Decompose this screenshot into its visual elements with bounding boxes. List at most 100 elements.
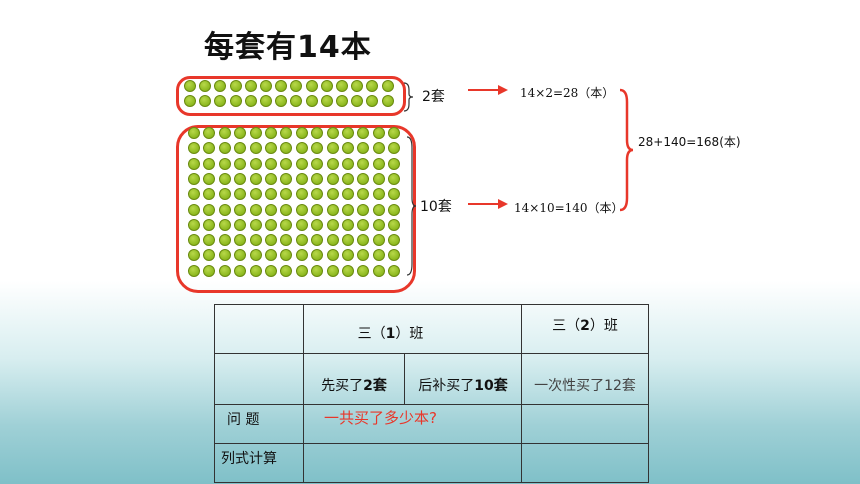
dot [342, 157, 354, 170]
dot [184, 80, 196, 92]
dot [311, 172, 324, 185]
top-sets-label: 2套 [422, 89, 445, 105]
dot [357, 172, 370, 185]
dot [381, 80, 394, 92]
bought-first-cell: 先买了2套 [303, 353, 405, 405]
dot [295, 157, 308, 170]
dot [265, 234, 277, 247]
dot [295, 172, 308, 185]
dot [326, 172, 339, 185]
dot [372, 218, 385, 231]
dot [218, 172, 231, 185]
dot [280, 234, 293, 247]
dot [311, 218, 324, 231]
dot [214, 80, 227, 92]
dot [234, 188, 247, 201]
dot [265, 264, 277, 277]
dot [188, 188, 200, 201]
dot [249, 142, 262, 155]
dot [218, 142, 231, 155]
dot [280, 157, 293, 170]
dot [372, 127, 385, 139]
dot [305, 95, 318, 107]
dot [326, 234, 339, 247]
dot [214, 95, 227, 107]
dot [357, 157, 370, 170]
dot [260, 95, 272, 107]
dot [234, 234, 247, 247]
dot [388, 188, 401, 201]
dot [249, 188, 262, 201]
dot [249, 203, 262, 216]
dot [311, 127, 324, 139]
dot [326, 249, 339, 262]
dot [295, 127, 308, 139]
dot [381, 95, 394, 107]
dot [388, 234, 401, 247]
dot [265, 249, 277, 262]
dot [203, 218, 216, 231]
dot [203, 172, 216, 185]
dot [188, 172, 200, 185]
dot [234, 218, 247, 231]
row-blank-label [214, 353, 304, 405]
dot [188, 264, 200, 277]
dot [326, 127, 339, 139]
dot [326, 264, 339, 277]
dot [199, 80, 212, 92]
question-label: 问 题 [214, 404, 304, 444]
dot [265, 218, 277, 231]
dot [234, 203, 247, 216]
dot [275, 80, 288, 92]
dot [326, 157, 339, 170]
dot [342, 172, 354, 185]
dot [366, 80, 379, 92]
dot [218, 218, 231, 231]
dot [372, 234, 385, 247]
dot [388, 142, 401, 155]
dot [218, 203, 231, 216]
dot [357, 203, 370, 216]
dot [229, 80, 242, 92]
dot [351, 80, 364, 92]
dot [372, 249, 385, 262]
dot [249, 249, 262, 262]
table-corner-cell [214, 304, 304, 354]
dot [372, 264, 385, 277]
dot [275, 95, 288, 107]
dot [218, 188, 231, 201]
dot [388, 127, 401, 139]
dot [326, 218, 339, 231]
dot [295, 234, 308, 247]
dot [265, 157, 277, 170]
dot [311, 203, 324, 216]
dot [260, 80, 272, 92]
question-text: 一共买了多少本? [324, 409, 437, 427]
dot [290, 80, 303, 92]
dot [372, 188, 385, 201]
dot [234, 127, 247, 139]
dot [229, 95, 242, 107]
dot [320, 95, 333, 107]
dot [265, 172, 277, 185]
dot [372, 203, 385, 216]
dot [295, 203, 308, 216]
dot [311, 142, 324, 155]
formula-cell-class1 [303, 443, 522, 483]
bought-later-text: 后补买了10套 [418, 378, 508, 394]
dot [218, 157, 231, 170]
dot [342, 249, 354, 262]
dot [326, 203, 339, 216]
dot [203, 157, 216, 170]
dot [342, 264, 354, 277]
dot [357, 218, 370, 231]
dot [326, 142, 339, 155]
dot [234, 264, 247, 277]
dot [188, 157, 200, 170]
dot [311, 234, 324, 247]
bought-once-cell: 一次性买了12套 [521, 353, 649, 405]
dot [234, 142, 247, 155]
dot [265, 142, 277, 155]
dot [203, 188, 216, 201]
dot [320, 80, 333, 92]
